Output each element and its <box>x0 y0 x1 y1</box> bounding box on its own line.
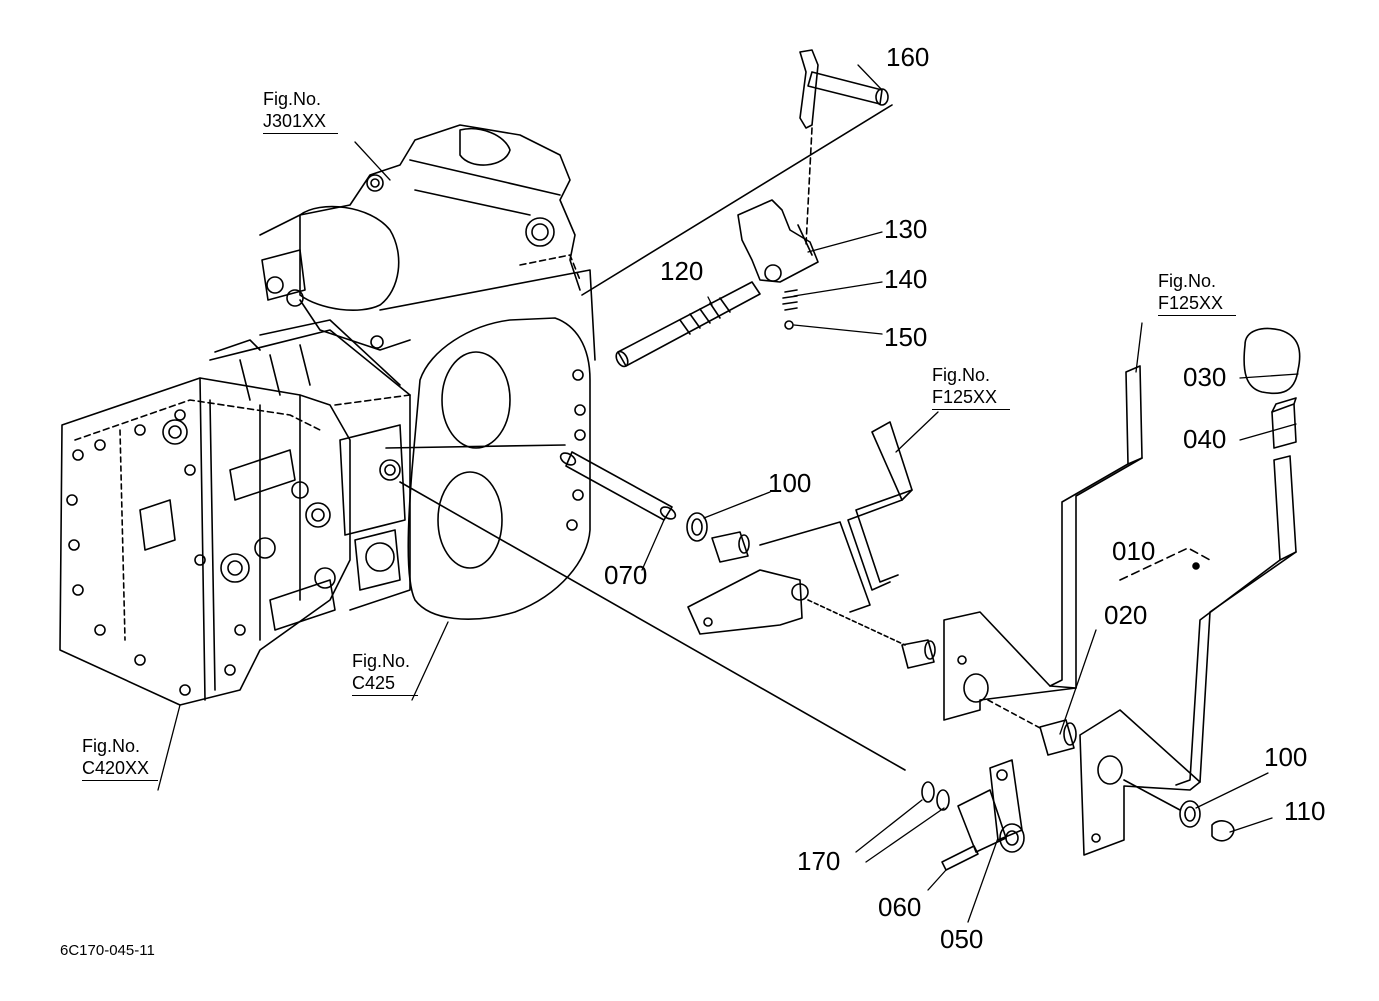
alignment-line-lower-pedal <box>1124 780 1180 810</box>
part-label-110: 110 <box>1284 796 1326 826</box>
clip-110 <box>1212 821 1234 841</box>
part-label-100-lower: 100 <box>1264 742 1308 772</box>
washer-100 <box>687 513 707 541</box>
drawing-code: 6C170-045-11 <box>60 942 155 959</box>
shaft-070 <box>559 451 678 522</box>
fig-ref-number: J301XX <box>263 110 338 134</box>
fig-ref-number: C420XX <box>82 757 158 781</box>
pedal-pad-030 <box>1244 329 1300 394</box>
washer-100-lower <box>1180 801 1200 827</box>
fig-ref-f125-upper: Fig.No. F125XX <box>1158 270 1236 316</box>
fig-ref-prefix: Fig.No. <box>352 651 411 671</box>
part-label-030: 030 <box>1183 362 1227 392</box>
alignment-line-010 <box>988 700 1040 728</box>
fig-ref-j301: Fig.No. J301XX <box>263 88 338 134</box>
fig-ref-prefix: Fig.No. <box>263 89 322 109</box>
part-label-010: 010 <box>1112 536 1156 566</box>
part-label-170: 170 <box>797 846 841 876</box>
alignment-line-lower <box>400 482 905 770</box>
part-label-050: 050 <box>940 924 984 954</box>
fig-ref-prefix: Fig.No. <box>932 365 991 385</box>
transmission-housing <box>60 125 595 705</box>
part-label-020: 020 <box>1104 600 1148 630</box>
part-label-070: 070 <box>604 560 648 590</box>
alignment-line-shaft <box>386 445 565 448</box>
alignment-line-pedal <box>808 600 905 645</box>
spring-pin-060 <box>942 846 978 870</box>
pin-160 <box>800 50 888 128</box>
shift-fork-130 <box>738 200 818 282</box>
lever-050 <box>958 760 1024 852</box>
part-label-100-upper: 100 <box>768 468 812 498</box>
part-label-120: 120 <box>660 256 704 286</box>
fig-ref-c420: Fig.No. C420XX <box>82 735 158 781</box>
part-label-130: 130 <box>884 214 928 244</box>
ball-150 <box>785 321 793 329</box>
part-label-140: 140 <box>884 264 928 294</box>
fig-ref-c425: Fig.No. C425 <box>352 650 418 696</box>
alignment-line-010-lower <box>1120 548 1210 580</box>
part-label-060: 060 <box>878 892 922 922</box>
cover-040 <box>1272 398 1296 448</box>
o-ring-170a <box>922 782 934 802</box>
fig-ref-number: F125XX <box>1158 292 1236 316</box>
bushing <box>712 532 749 562</box>
part-label-150: 150 <box>884 322 928 352</box>
alignment-line-upper <box>582 105 892 295</box>
fig-ref-number: C425 <box>352 672 418 696</box>
spring-140 <box>783 290 797 310</box>
pedal-lever-lower <box>1080 456 1296 855</box>
part-label-160: 160 <box>886 42 930 72</box>
fig-ref-number: F125XX <box>932 386 1010 410</box>
pedal-lever-upper <box>944 366 1142 720</box>
pedal-arm-mid <box>688 422 912 634</box>
o-ring-170b <box>937 790 949 810</box>
leader-lines <box>158 65 1298 922</box>
fig-ref-f125-mid: Fig.No. F125XX <box>932 364 1010 410</box>
bushing-small <box>902 640 935 668</box>
part-label-040: 040 <box>1183 424 1227 454</box>
fig-ref-prefix: Fig.No. <box>1158 271 1217 291</box>
alignment-line-pin <box>806 128 812 245</box>
fig-ref-prefix: Fig.No. <box>82 736 141 756</box>
bushing-020 <box>1040 720 1076 755</box>
shift-shaft-120 <box>614 282 760 368</box>
